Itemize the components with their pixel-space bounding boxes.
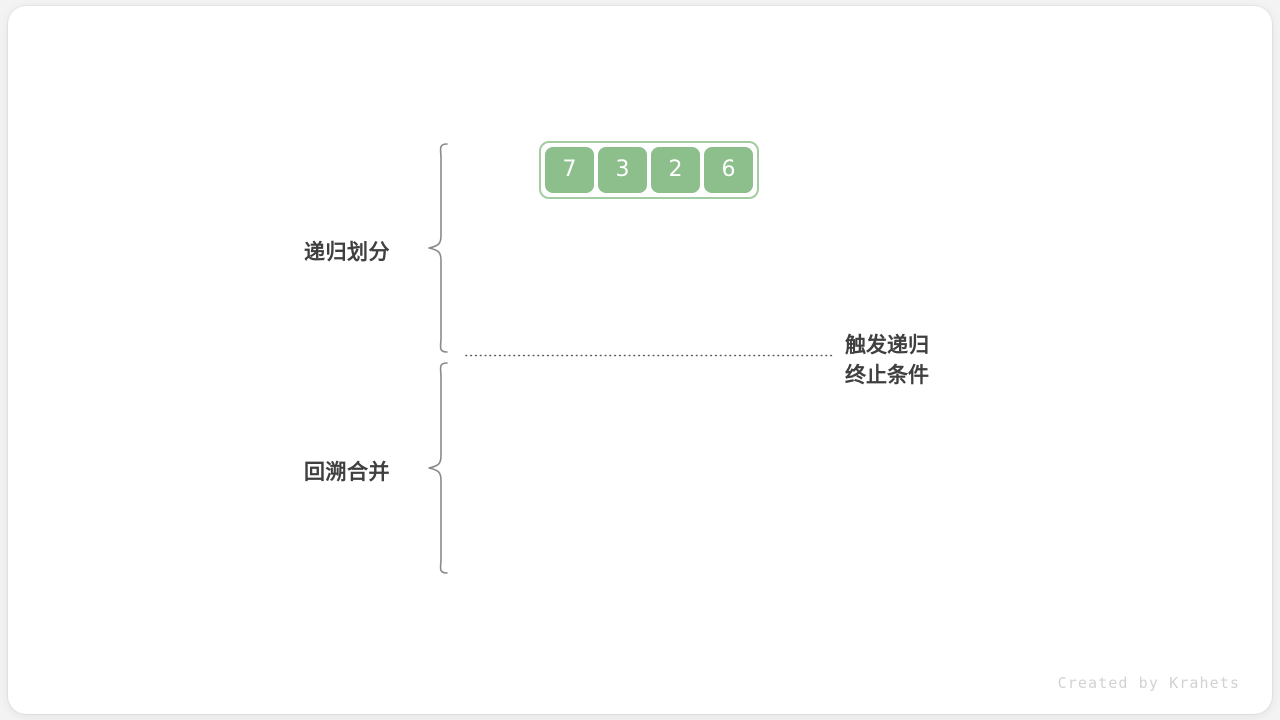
brace-backtrack-merge xyxy=(428,362,448,574)
array-cell[interactable]: 7 xyxy=(545,147,594,193)
input-array: 7 3 2 6 xyxy=(539,141,759,199)
array-cell[interactable]: 3 xyxy=(598,147,647,193)
annotation-line-2: 终止条件 xyxy=(845,364,929,387)
annotation-line-1: 触发递归 xyxy=(845,334,929,357)
credit-text: Created by Krahets xyxy=(1057,674,1240,692)
array-cell[interactable]: 2 xyxy=(651,147,700,193)
brace-recursive-divide xyxy=(428,143,448,353)
canvas-card xyxy=(8,6,1272,714)
label-recursive-divide: 递归划分 xyxy=(304,241,390,264)
annotation-termination-condition: 触发递归 终止条件 xyxy=(845,331,929,391)
array-cell[interactable]: 6 xyxy=(704,147,753,193)
label-backtrack-merge: 回溯合并 xyxy=(304,461,390,484)
